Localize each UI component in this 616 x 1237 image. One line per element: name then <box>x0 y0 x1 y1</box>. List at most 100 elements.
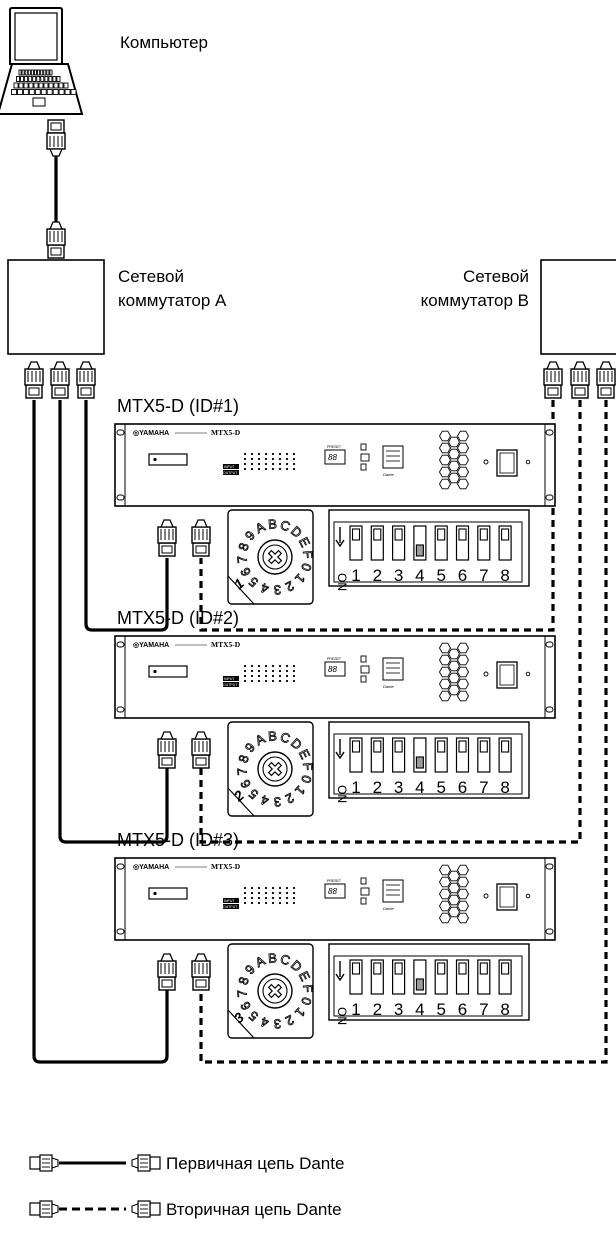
speaker-grille-icon <box>438 876 452 888</box>
dip-switch-5[interactable] <box>434 959 448 995</box>
level-led-icon <box>271 462 275 466</box>
level-led-icon <box>264 886 268 890</box>
level-led-icon <box>285 679 289 683</box>
dip-switch-3[interactable] <box>392 525 406 561</box>
level-led-icon <box>257 457 261 461</box>
switch-a-label-line2: коммутатор A <box>118 291 227 310</box>
speaker-grille-icon <box>447 882 461 894</box>
speaker-grille-icon <box>456 430 470 442</box>
dip-switch-7[interactable] <box>477 959 491 995</box>
level-led-icon <box>250 452 254 456</box>
dip-switch-2[interactable] <box>370 525 384 561</box>
screwdriver-slot-icon <box>267 549 283 565</box>
legend-primary: Первичная цепь Dante <box>29 1154 344 1173</box>
brand-logo: ◎YAMAHA <box>133 430 169 437</box>
level-led-icon <box>271 664 275 668</box>
dip-switch-number: 2 <box>373 778 382 797</box>
level-led-icon <box>292 664 296 668</box>
rotary-digit: F <box>300 762 316 771</box>
level-led-icon <box>271 886 275 890</box>
primary-cable-device2 <box>58 400 169 844</box>
dip-switch-7[interactable] <box>477 525 491 561</box>
computer-label: Компьютер <box>120 33 208 52</box>
speaker-grille-icon <box>447 672 461 684</box>
preset-display: 88 <box>328 887 337 896</box>
dip-switch-2[interactable] <box>370 959 384 995</box>
dip-switch-8[interactable] <box>498 737 512 773</box>
level-led-icon <box>271 891 275 895</box>
switch-a-label-line1: Сетевой <box>118 267 184 286</box>
dip-switch-1[interactable] <box>349 959 363 995</box>
dip-switch-2[interactable] <box>370 737 384 773</box>
dip-switch-number: 7 <box>479 778 488 797</box>
secondary-cable-device3 <box>199 400 608 1064</box>
level-led-icon <box>250 901 254 905</box>
dip-switch-number: 6 <box>458 566 467 585</box>
speaker-grille-icon <box>438 430 452 442</box>
dip-switch-6[interactable] <box>455 737 470 773</box>
dip-switch-3[interactable] <box>392 959 406 995</box>
level-led-icon <box>278 896 282 900</box>
primary-port-plug-icon <box>157 731 177 769</box>
dip-switch-4[interactable] <box>413 959 427 995</box>
rotary-digit: F <box>300 550 316 559</box>
dip-switch-1[interactable] <box>349 737 363 773</box>
model-label: MTX5-D <box>211 640 241 649</box>
speaker-grille-icon <box>438 666 452 678</box>
dip-switch-number: 8 <box>500 1000 509 1019</box>
dip-switch-number: 6 <box>458 1000 467 1019</box>
preset-display: 88 <box>328 665 337 674</box>
level-led-icon <box>271 467 275 471</box>
level-led-icon <box>271 679 275 683</box>
dip-switch-3[interactable] <box>392 737 406 773</box>
dip-switch-6[interactable] <box>455 959 470 995</box>
level-led-icon <box>250 462 254 466</box>
dip-switch-4[interactable] <box>413 737 427 773</box>
level-led-icon <box>285 457 289 461</box>
dip-switch-7[interactable] <box>477 737 491 773</box>
dip-switch-8[interactable] <box>498 959 512 995</box>
level-led-icon <box>285 891 289 895</box>
level-led-icon <box>271 896 275 900</box>
rotary-digit: B <box>268 950 278 966</box>
dip-switch-8[interactable] <box>498 525 512 561</box>
level-led-icon <box>250 664 254 668</box>
secondary-port-plug-icon <box>191 731 211 769</box>
dip-switch-number: 3 <box>394 778 403 797</box>
level-led-icon <box>285 886 289 890</box>
speaker-grille-icon <box>447 460 461 472</box>
level-led-icon <box>257 674 261 678</box>
speaker-grille-icon <box>456 876 470 888</box>
level-led-icon <box>264 467 268 471</box>
speaker-grille-icon <box>447 906 461 918</box>
speaker-grille-icon <box>447 648 461 660</box>
level-led-icon <box>292 896 296 900</box>
level-led-icon <box>250 891 254 895</box>
dip-switch-4[interactable] <box>413 525 427 561</box>
device-title: MTX5-D (ID#1) <box>117 396 239 416</box>
dip-switch-5[interactable] <box>434 737 448 773</box>
dante-logo: Dante <box>383 906 394 911</box>
model-label: MTX5-D <box>211 862 241 871</box>
screwdriver-slot-icon <box>267 983 283 999</box>
device-title: MTX5-D (ID#2) <box>117 608 239 628</box>
dip-switch-1[interactable] <box>349 525 363 561</box>
dip-switch-5[interactable] <box>434 525 448 561</box>
level-led-icon <box>271 901 275 905</box>
speaker-grille-icon <box>456 666 470 678</box>
level-led-icon <box>271 669 275 673</box>
dip-switch-number: 2 <box>373 566 382 585</box>
dip-switch-number: 4 <box>415 778 424 797</box>
speaker-grille-icon <box>456 642 470 654</box>
level-led-icon <box>285 664 289 668</box>
device-title: MTX5-D (ID#3) <box>117 830 239 850</box>
output-label: OUTPUT <box>223 471 238 475</box>
dip-switch-6[interactable] <box>455 525 470 561</box>
speaker-grille-icon <box>438 642 452 654</box>
dip-switch-number: 6 <box>458 778 467 797</box>
